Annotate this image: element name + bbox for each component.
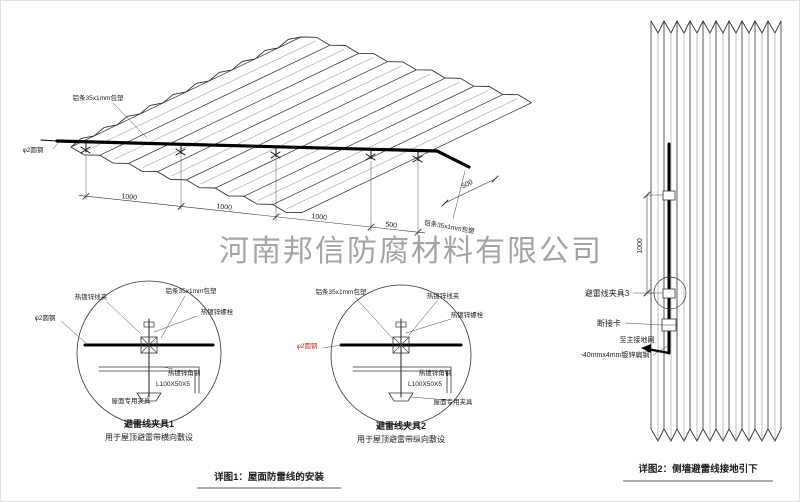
detail-1-leader-lines [60, 295, 198, 399]
detail-1-nut [143, 321, 155, 328]
detail-2-circle [330, 284, 472, 426]
roof-dim-500-a: 500 [385, 221, 397, 229]
detail-2-clamp-label: 热镀锌线夹 [427, 291, 460, 300]
wall-clamp-lower [662, 288, 676, 299]
detail-1-angle-label: 热镀锌角钢 [168, 368, 201, 377]
detail-1-roof-fixture [136, 392, 162, 402]
detail-1-view [60, 280, 222, 426]
roof-dim-1000-a: 1000 [121, 193, 137, 202]
detail-2-angle-size: L100X50X5 [408, 381, 442, 388]
detail-1-angle-steel [98, 366, 200, 394]
wire-clamp-marks [80, 141, 423, 163]
detail-1-circle [76, 280, 222, 426]
ground-arrowhead [641, 344, 651, 353]
detail-2-angle-steel [352, 366, 452, 394]
roof-valley-lines [85, 40, 517, 210]
detail-2-bolt-label: 热镀锌螺栓 [451, 310, 484, 319]
roof-leader-lines [52, 102, 466, 220]
wall-clamp3-label: 避雷线夹具3 [585, 288, 630, 298]
dim-right-line [444, 178, 496, 204]
roof-dim-1000-b: 1000 [216, 203, 232, 212]
detail-1-rod-label: φ2圆钢 [35, 314, 56, 322]
watermark-text: 河南邦信防腐材料有限公司 [219, 235, 603, 268]
roof-isometric-view [40, 36, 532, 237]
lightning-wire-tail [40, 139, 58, 142]
detail-1-strip-label: 铝条35x1mm包塑 [166, 286, 217, 295]
detail-1-bolt-label: 热镀锌螺栓 [201, 307, 234, 316]
wall-leader-lines [624, 292, 669, 356]
wall-valley-lines [657, 32, 776, 442]
detail-2-roof-fixture [388, 392, 414, 402]
caption-detail-2: 详图2：侧墙避雷线接地引下 [638, 463, 758, 475]
detail-2-subtitle: 用于屋顶避雷带纵向敷设 [357, 434, 445, 444]
detail-2-rod-label: φ2圆钢 [297, 342, 318, 350]
roof-strip-label-right: 铝条35x1mm包塑 [424, 218, 476, 236]
detail-2-nut [395, 321, 407, 328]
detail-2-fixture-label: 屋面专用夹具 [434, 397, 474, 406]
flat-steel-label: -40mmx4mm镀锌扁钢 [581, 350, 650, 359]
detail-1-title: 避雷线夹具1 [124, 418, 174, 429]
roof-dim-500-b: 500 [461, 179, 475, 190]
dim-ticks [82, 192, 422, 236]
wall-dim-label: 1000 [637, 238, 644, 254]
detail-1-clamp-label: 热镀锌线夹 [75, 292, 108, 301]
detail-2-title: 避雷线夹具2 [376, 420, 426, 431]
detail-1-subtitle: 用于屋顶避雷带横向敷设 [105, 432, 193, 442]
roof-dim-1000-c: 1000 [311, 213, 327, 222]
dim-right-ticks [441, 175, 499, 207]
caption-detail-1: 详图1：屋面防雷线的安装 [214, 471, 324, 483]
detail-1-angle-size: L100X50X5 [156, 381, 190, 388]
detail-2-leader-lines [322, 296, 452, 401]
dim-chain-line [78, 195, 426, 234]
dim-extension-lines [85, 153, 419, 237]
detail-2-strip-label: 铝条35x1mm包塑 [316, 287, 367, 296]
detail-1-fixture-label: 屋面专用夹具 [112, 396, 152, 405]
wall-rib-lines [650, 20, 782, 430]
wall-dim-ext [646, 194, 664, 294]
roof-strip-label-top: 铝条35x1mm包塑 [73, 93, 124, 102]
detail-2-angle-label: 热镀锌角钢 [419, 368, 452, 377]
lightning-wire [55, 139, 471, 169]
detail-2-view [322, 284, 472, 426]
disconnect-label: 断接卡 [597, 318, 621, 328]
wall-view [624, 20, 782, 442]
roof-rod-label: φ2圆钢 [23, 146, 44, 154]
wall-bottom-edge [650, 428, 782, 442]
to-ground-label: 至主接地网 [620, 335, 655, 344]
wall-clamp-upper [662, 190, 676, 201]
